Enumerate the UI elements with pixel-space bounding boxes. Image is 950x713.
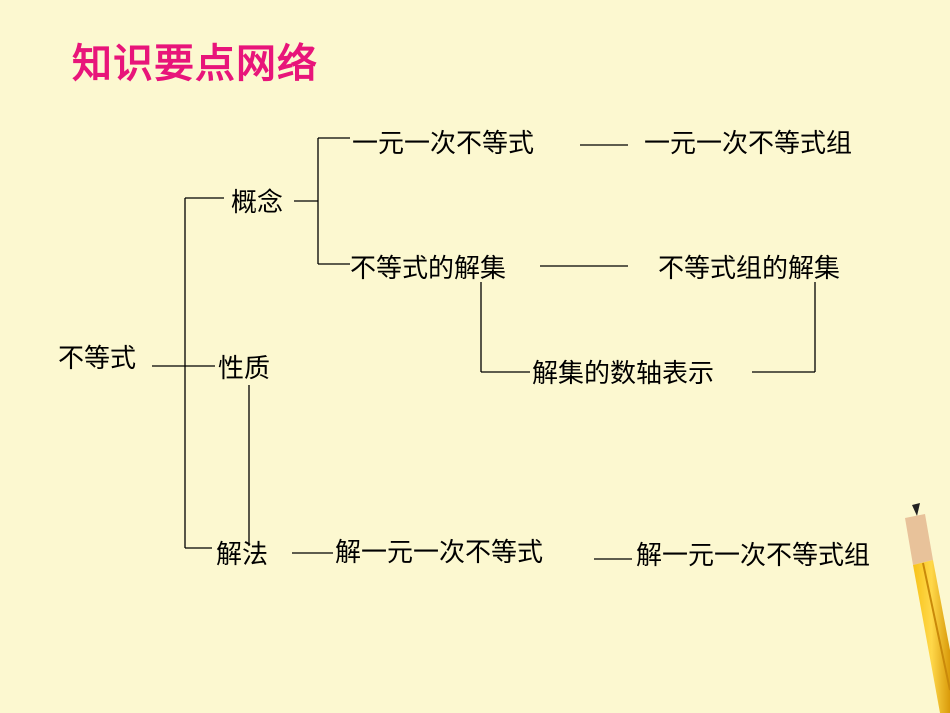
node-solve-linear-inequality-system: 解一元一次不等式组 xyxy=(636,541,871,571)
node-solution-set: 不等式的解集 xyxy=(350,254,507,284)
node-solve-linear-inequality: 解一元一次不等式 xyxy=(335,538,544,568)
node-inequality: 不等式 xyxy=(58,344,137,374)
node-linear-inequality-system: 一元一次不等式组 xyxy=(644,129,853,159)
node-linear-inequality: 一元一次不等式 xyxy=(352,129,535,159)
node-concept: 概念 xyxy=(231,188,284,218)
node-number-line-representation: 解集的数轴表示 xyxy=(532,359,715,389)
node-property: 性质 xyxy=(218,354,271,384)
page-title: 知识要点网络 xyxy=(72,41,318,87)
node-method: 解法 xyxy=(216,540,269,570)
node-system-solution-set: 不等式组的解集 xyxy=(658,254,841,284)
